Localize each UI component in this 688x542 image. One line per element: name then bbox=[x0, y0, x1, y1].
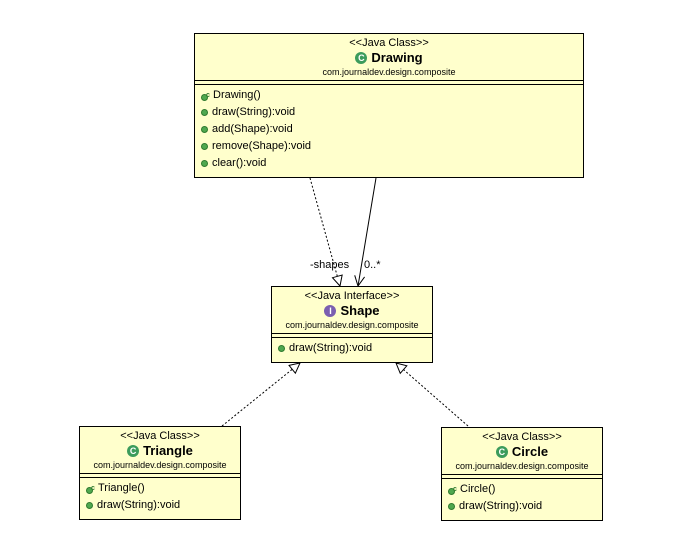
drawing-class-box[interactable]: <<Java Class>> C Drawing com.journaldev.… bbox=[194, 33, 584, 178]
class-icon: C bbox=[495, 446, 508, 458]
method-item[interactable]: draw(String):void bbox=[201, 104, 583, 121]
interface-icon: I bbox=[324, 305, 337, 317]
shape-interface-box[interactable]: <<Java Interface>> I Shape com.journalde… bbox=[271, 286, 433, 363]
public-method-icon bbox=[86, 502, 93, 509]
constructor-icon: c bbox=[201, 92, 210, 101]
method-item[interactable]: clear():void bbox=[201, 155, 583, 172]
drawing-class-name: Drawing bbox=[371, 50, 423, 65]
method-item[interactable]: add(Shape):void bbox=[201, 121, 583, 138]
triangle-class-box[interactable]: <<Java Class>> C Triangle com.journaldev… bbox=[79, 426, 241, 520]
shape-interface-name: Shape bbox=[340, 303, 380, 318]
public-method-icon bbox=[201, 109, 208, 116]
circle-class-name: Circle bbox=[511, 444, 549, 459]
compartment-divider bbox=[195, 80, 583, 85]
compartment-divider bbox=[442, 474, 602, 479]
method-item[interactable]: remove(Shape):void bbox=[201, 138, 583, 155]
constructor-icon: c bbox=[448, 486, 457, 495]
compartment-divider bbox=[272, 333, 432, 338]
shape-package: com.journaldev.design.composite bbox=[285, 320, 419, 330]
drawing-shapes-association-edge bbox=[358, 177, 377, 286]
drawing-implements-shape-edge bbox=[309, 177, 340, 286]
public-method-icon bbox=[201, 143, 208, 150]
triangle-stereotype: <<Java Class>> bbox=[120, 430, 200, 442]
class-icon: C bbox=[127, 445, 140, 457]
shape-stereotype: <<Java Interface>> bbox=[304, 290, 400, 302]
circle-stereotype: <<Java Class>> bbox=[482, 431, 562, 443]
compartment-divider bbox=[80, 473, 240, 478]
association-role-label: -shapes bbox=[310, 259, 350, 271]
circle-implements-shape-edge bbox=[396, 363, 469, 427]
public-method-icon bbox=[278, 345, 285, 352]
triangle-implements-shape-edge bbox=[221, 363, 300, 427]
constructor-icon: c bbox=[86, 485, 95, 494]
public-method-icon bbox=[201, 160, 208, 167]
method-item[interactable]: draw(String):void bbox=[278, 340, 432, 357]
triangle-package: com.journaldev.design.composite bbox=[93, 460, 227, 470]
circle-class-box[interactable]: <<Java Class>> C Circle com.journaldev.d… bbox=[441, 427, 603, 521]
association-multiplicity-label: 0..* bbox=[364, 259, 381, 271]
triangle-class-name: Triangle bbox=[143, 443, 193, 458]
drawing-stereotype: <<Java Class>> bbox=[349, 37, 429, 49]
shape-methods: draw(String):void bbox=[272, 338, 432, 357]
circle-package: com.journaldev.design.composite bbox=[455, 461, 589, 471]
public-method-icon bbox=[448, 503, 455, 510]
class-icon: C bbox=[355, 52, 368, 64]
public-method-icon bbox=[201, 126, 208, 133]
method-item[interactable]: draw(String):void bbox=[448, 498, 602, 515]
drawing-package: com.journaldev.design.composite bbox=[322, 67, 456, 77]
method-item[interactable]: draw(String):void bbox=[86, 497, 240, 514]
